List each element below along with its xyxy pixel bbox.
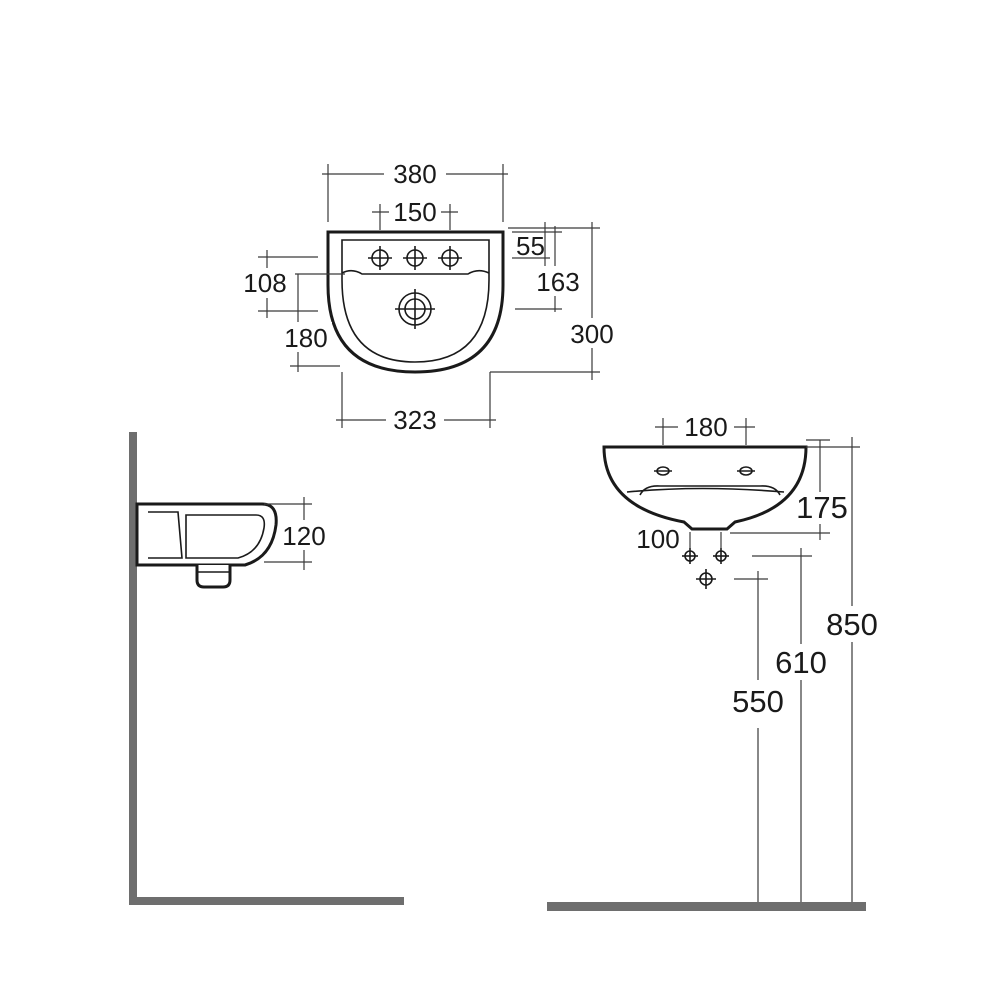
dim-label-180-plan: 180	[284, 323, 327, 353]
dim-label-100: 100	[636, 524, 679, 554]
dim-label-150: 150	[393, 197, 436, 227]
plan-view: 380 150 55 163 300	[240, 158, 618, 435]
dim-label-108: 108	[243, 268, 286, 298]
dim-label-610: 610	[775, 645, 827, 680]
fixing-hole-right	[737, 466, 755, 476]
front-view: 180 175 100	[547, 411, 884, 911]
supply-point-right	[713, 548, 729, 564]
side-basin-bowl	[185, 514, 266, 559]
supply-point-left	[682, 548, 698, 564]
dim-380: 380	[322, 158, 508, 222]
dim-100: 100	[636, 524, 722, 554]
dim-850: 850	[806, 437, 884, 902]
dim-180-plan: 180	[282, 274, 340, 372]
side-view: 120	[129, 432, 404, 905]
dim-108: 108	[240, 250, 345, 318]
dim-label-180-front: 180	[684, 412, 727, 442]
dim-550: 550	[726, 571, 790, 902]
dim-label-55: 55	[516, 231, 545, 261]
tap-hole-right	[438, 246, 462, 270]
dim-300: 300	[490, 222, 618, 380]
dim-label-380: 380	[393, 159, 436, 189]
plan-tap-deck	[341, 269, 490, 275]
dim-323: 323	[336, 372, 496, 435]
dim-label-175: 175	[796, 490, 848, 525]
side-floor	[129, 897, 404, 905]
dim-175: 175	[730, 439, 848, 540]
side-basin-outline	[135, 502, 278, 567]
dim-120: 120	[264, 497, 329, 570]
dim-label-300: 300	[570, 319, 613, 349]
side-waste-outlet	[195, 565, 232, 589]
tap-hole-center	[403, 246, 427, 270]
plan-basin-bowl	[341, 239, 490, 363]
dim-label-163: 163	[536, 267, 579, 297]
tap-hole-left	[368, 246, 392, 270]
dim-180-front: 180	[655, 411, 755, 445]
dim-610: 610	[752, 548, 833, 902]
dim-150: 150	[372, 196, 458, 230]
waste-point	[696, 569, 716, 589]
side-basin-back	[148, 511, 183, 559]
dim-55: 55	[512, 222, 562, 268]
side-wall	[129, 432, 137, 905]
dim-label-120: 120	[282, 521, 325, 551]
front-basin-lip	[626, 487, 785, 493]
dim-label-550: 550	[732, 684, 784, 719]
plan-waste-outlet	[395, 289, 435, 329]
front-floor	[547, 902, 866, 911]
dim-label-323: 323	[393, 405, 436, 435]
fixing-hole-left	[654, 466, 672, 476]
dim-163: 163	[515, 226, 583, 312]
dim-label-850: 850	[826, 607, 878, 642]
